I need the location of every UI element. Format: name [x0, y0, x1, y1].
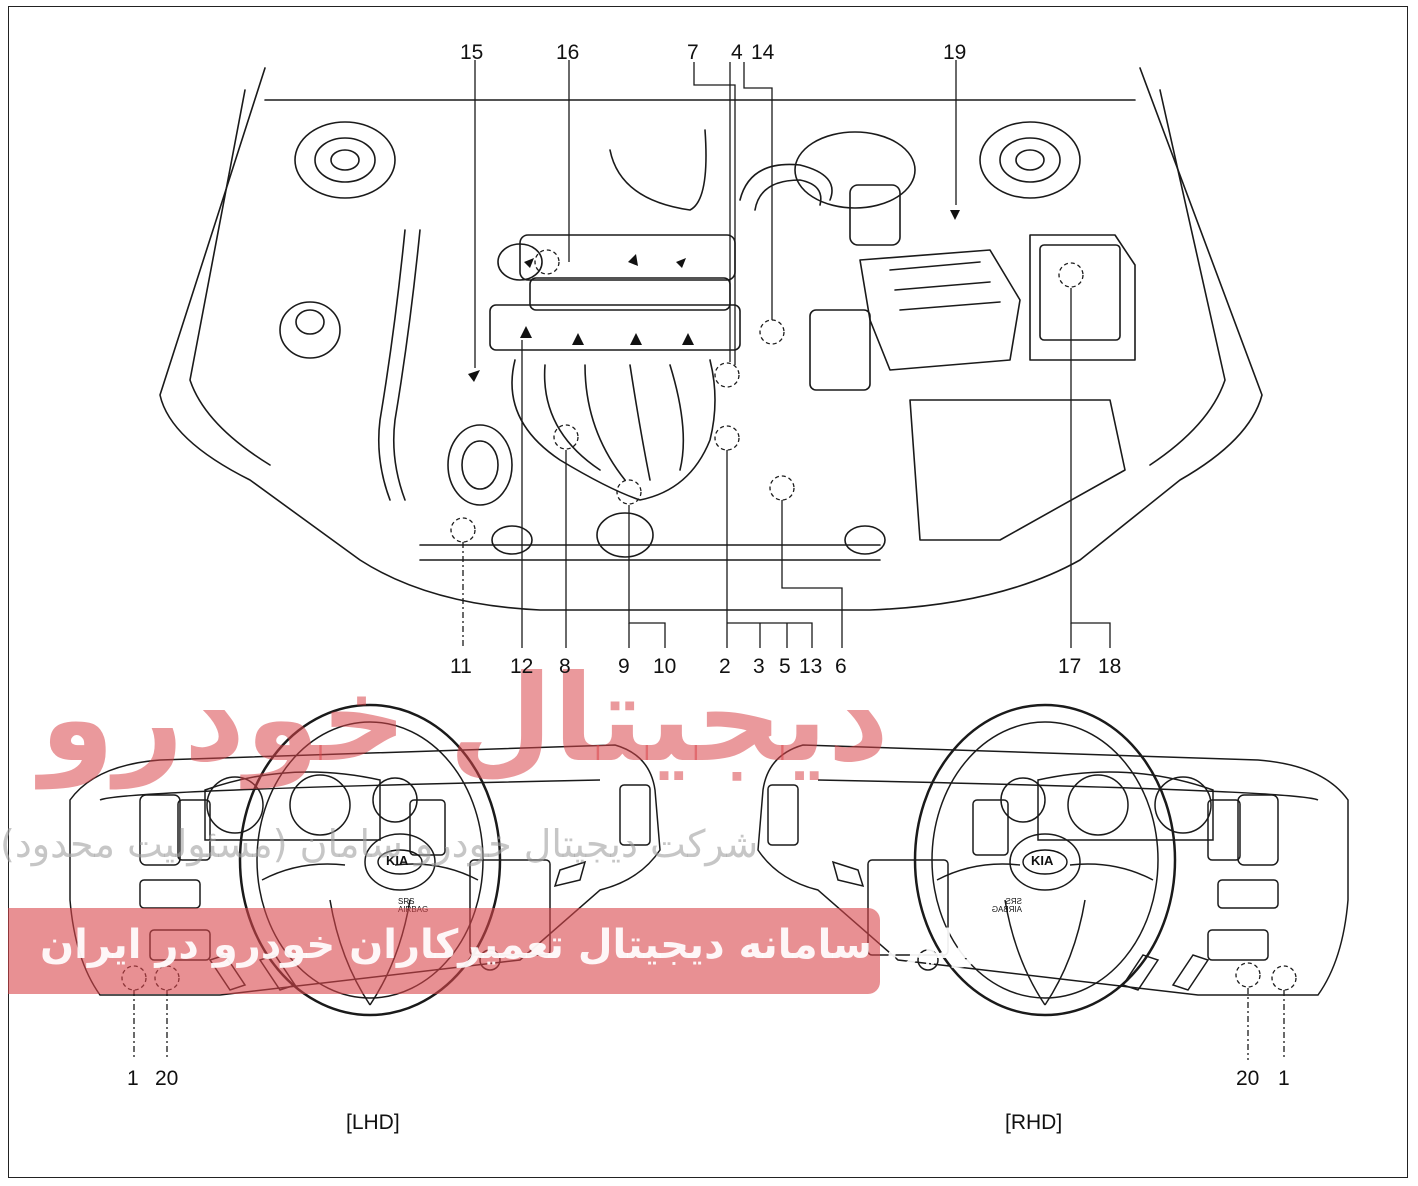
- rhd-dashboard: [757, 703, 1349, 1017]
- callout-10: 10: [653, 655, 677, 678]
- callout-17: 17: [1058, 655, 1082, 678]
- intake-manifold: [511, 359, 716, 558]
- callout-rhd-20: 20: [1236, 1067, 1260, 1090]
- kia-badges: [377, 849, 1068, 875]
- lhd-view-label: [LHD]: [346, 1111, 400, 1134]
- engine-bay-outline: [159, 67, 1263, 611]
- fuse-box: [1029, 234, 1136, 361]
- watermark-subtitle: شرکت دیجیتال خودرو سامان (مسئولیت محدود): [0, 822, 759, 866]
- callout-lhd-20: 20: [155, 1067, 179, 1090]
- left-strut-tower: [294, 121, 396, 199]
- callout-11: 11: [450, 655, 472, 678]
- callout-lhd-1: 1: [127, 1067, 139, 1090]
- air-cleaner: [809, 249, 1021, 391]
- callout-13: 13: [799, 655, 823, 678]
- callout-5: 5: [779, 655, 791, 678]
- watermark-title: دیجیتال خودرو: [40, 650, 890, 789]
- rhd-steering-wheel: [913, 703, 1177, 1017]
- watermark-banner: [8, 908, 880, 994]
- callout-16: 16: [556, 41, 580, 64]
- rhd-kia-badge: KIA: [1031, 853, 1054, 868]
- callout-18: 18: [1098, 655, 1122, 678]
- callout-12: 12: [510, 655, 534, 678]
- callout-3: 3: [753, 655, 765, 678]
- callout-rhd-1: 1: [1278, 1067, 1290, 1090]
- callout-19: 19: [943, 41, 967, 64]
- right-strut-tower: [979, 121, 1081, 199]
- callout-9: 9: [618, 655, 630, 678]
- callout-2: 2: [719, 655, 731, 678]
- callout-15: 15: [460, 41, 484, 64]
- figure-frame: [8, 6, 1408, 1178]
- callout-14: 14: [751, 41, 775, 64]
- rhd-view-label: [RHD]: [1005, 1111, 1063, 1134]
- callout-7: 7: [687, 41, 699, 64]
- callout-4: 4: [731, 41, 743, 64]
- arrow-marks: [468, 210, 960, 382]
- rhd-airbag-text: SRS AIRBAG: [991, 897, 1022, 914]
- callout-6: 6: [835, 655, 847, 678]
- lhd-kia-badge: KIA: [386, 853, 409, 868]
- leader-lines: [133, 60, 1285, 1060]
- watermark-banner-text: اولین سامانه دیجیتال تعمیرکاران خودرو در…: [40, 922, 992, 968]
- callout-8: 8: [559, 655, 571, 678]
